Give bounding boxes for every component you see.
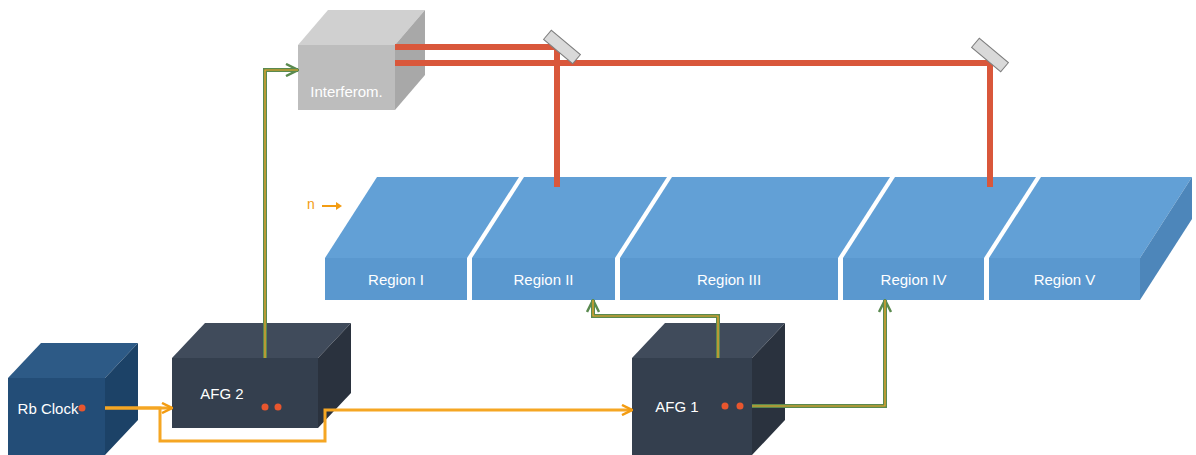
box-side xyxy=(318,323,351,428)
generator-box: AFG 1 xyxy=(632,358,752,455)
mirror xyxy=(972,38,1009,72)
text-area: AFG 1 xyxy=(632,358,722,455)
box-label: AFG 2 xyxy=(200,385,243,402)
text-area: Region I xyxy=(325,258,467,300)
box-label: Region IV xyxy=(881,271,947,288)
text-area: Rb Clock xyxy=(8,378,88,438)
connector-stroke xyxy=(752,300,885,406)
connector-stroke xyxy=(593,300,718,358)
box-label: Rb Clock xyxy=(18,400,79,417)
region-segment: Region IV xyxy=(843,177,1036,300)
region-segment: Region II xyxy=(472,177,667,300)
connector-stroke xyxy=(593,300,718,358)
box-label: Interferom. xyxy=(310,83,383,100)
generator-box: AFG 2 xyxy=(172,358,318,428)
text-area: Region V xyxy=(989,258,1140,300)
text-area: Region III xyxy=(620,258,838,300)
box-side xyxy=(752,323,785,455)
box-front xyxy=(632,358,752,455)
slab-side xyxy=(1140,177,1192,300)
box-front xyxy=(172,358,318,428)
region-segment: Region III xyxy=(620,177,890,300)
connector-stroke xyxy=(265,70,298,358)
connector-stroke xyxy=(395,47,557,187)
signal-cable xyxy=(752,300,885,406)
neutron-arrowhead xyxy=(336,202,342,210)
box-front xyxy=(298,45,395,110)
clock-box: Rb Clock xyxy=(8,378,105,455)
text-area: Interferom. xyxy=(298,73,395,110)
laser-beam xyxy=(395,47,557,187)
connector-stroke xyxy=(105,408,632,441)
slab-front xyxy=(325,258,1140,300)
box-label: Region III xyxy=(697,271,761,288)
text-area: Region II xyxy=(472,258,615,300)
mirror xyxy=(544,30,581,64)
slab-top xyxy=(325,177,1192,258)
box-front xyxy=(8,378,105,455)
connector-stroke xyxy=(265,70,298,358)
laser-beam xyxy=(395,63,990,187)
signal-cable xyxy=(105,408,632,441)
box-label: Region II xyxy=(513,271,573,288)
interferometer-box: Interferom. xyxy=(298,45,395,110)
connector-stroke xyxy=(395,63,990,187)
text-area: Region IV xyxy=(843,258,984,300)
output-dot xyxy=(79,403,744,412)
connector-stroke xyxy=(752,300,885,406)
beam-label: n xyxy=(307,196,315,212)
neutron-arrow xyxy=(322,205,336,207)
box-label: Region I xyxy=(368,271,424,288)
signal-cable xyxy=(265,70,298,358)
box-label: Region V xyxy=(1034,271,1096,288)
text-area: AFG 2 xyxy=(172,358,272,428)
signal-cable xyxy=(593,300,718,358)
region-segment: Region I xyxy=(325,177,519,300)
region-segment: Region V xyxy=(989,177,1192,300)
box-side xyxy=(105,343,138,455)
box-label: AFG 1 xyxy=(655,398,698,415)
